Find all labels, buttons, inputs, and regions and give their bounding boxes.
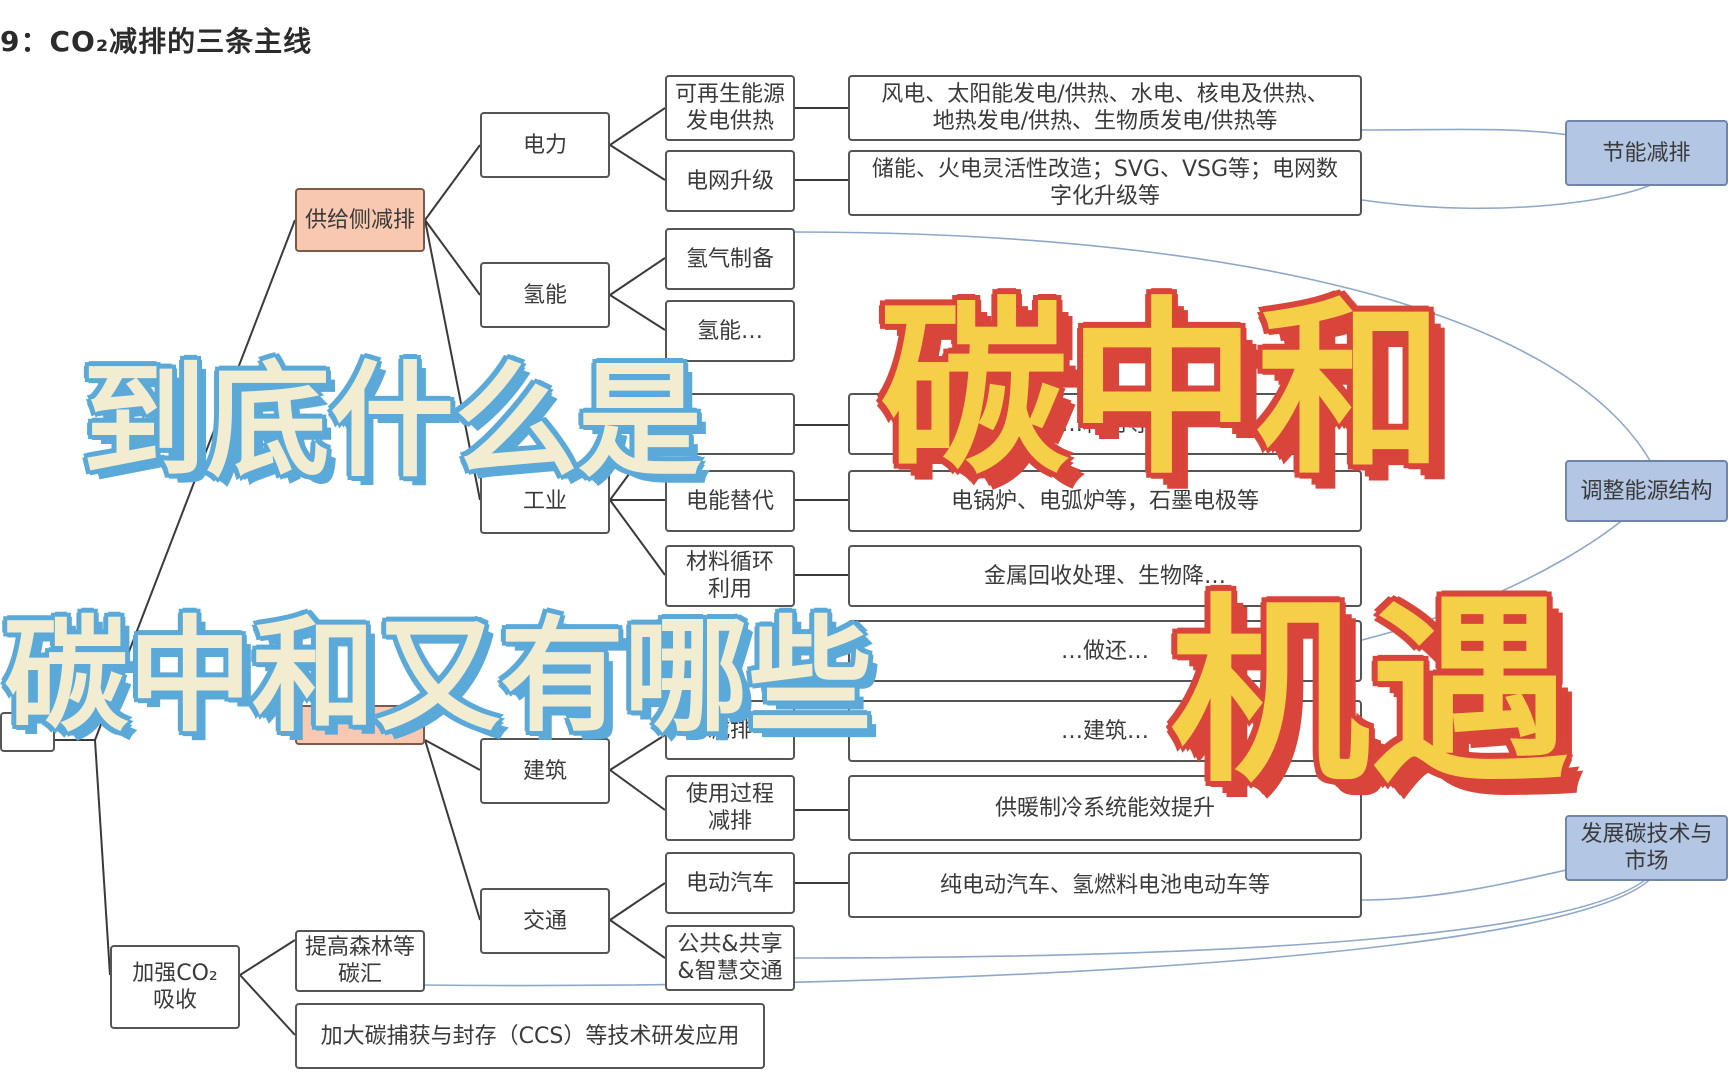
node-supply-side: 供给侧减排 (295, 188, 425, 252)
node-usage-reduction: 使用过程 减排 (665, 775, 795, 841)
desc-grid: 储能、火电灵活性改造；SVG、VSG等；电网数 字化升级等 (848, 150, 1362, 216)
node-building-partial: 减排 (665, 700, 795, 760)
overlay-line1-right: 碳中和 (880, 281, 1444, 500)
node-renewable: 可再生能源 发电供热 (665, 75, 795, 141)
node-building: 建筑 (480, 738, 610, 804)
desc-recycle: 金属回收处理、生物降… (848, 545, 1362, 607)
desc-partial-2: …做还… (848, 620, 1362, 682)
tag-adjust-structure: 调整能源结构 (1565, 460, 1728, 522)
overlay-line1-left: 到底什么是 (82, 350, 703, 494)
node-forest: 提高森林等 碳汇 (295, 930, 425, 992)
desc-renewable: 风电、太阳能发电/供热、水电、核电及供热、 地热发电/供热、生物质发电/供热等 (848, 75, 1362, 141)
node-h2-production: 氢气制备 (665, 228, 795, 290)
node-root-partial (0, 712, 55, 752)
node-industry: 工业 (480, 468, 610, 534)
overlay-line2-right: 机遇 (1170, 577, 1571, 810)
desc-ev: 纯电动汽车、氢燃料电池电动车等 (848, 852, 1362, 918)
node-absorb: 加强CO₂ 吸收 (110, 945, 240, 1029)
tag-energy-saving: 节能减排 (1565, 120, 1728, 186)
node-power: 电力 (480, 112, 610, 178)
node-electric-substitution: 电能替代 (665, 470, 795, 532)
node-industry-partial (665, 393, 795, 455)
desc-industry-partial: …利用等 (848, 393, 1362, 455)
node-public-transport: 公共&共享 &智慧交通 (665, 925, 795, 991)
figure-title: 9：CO₂减排的三条主线 (0, 25, 313, 58)
desc-heating: 供暖制冷系统能效提升 (848, 775, 1362, 841)
desc-partial-3: …建筑… (848, 700, 1362, 762)
node-ev: 电动汽车 (665, 852, 795, 914)
node-material-recycle: 材料循环 利用 (665, 545, 795, 607)
desc-electric: 电锅炉、电弧炉等，石墨电极等 (848, 470, 1362, 532)
overlay-line2-left: 碳中和又有哪些 (4, 605, 873, 749)
node-hydrogen: 氢能 (480, 262, 610, 328)
node-transport: 交通 (480, 888, 610, 954)
node-grid: 电网升级 (665, 150, 795, 212)
node-ccs: 加大碳捕获与封存（CCS）等技术研发应用 (295, 1003, 765, 1069)
node-demand-side-partial (295, 705, 425, 745)
tag-develop-tech: 发展碳技术与 市场 (1565, 815, 1728, 881)
node-h2-partial: 氢能… (665, 300, 795, 362)
